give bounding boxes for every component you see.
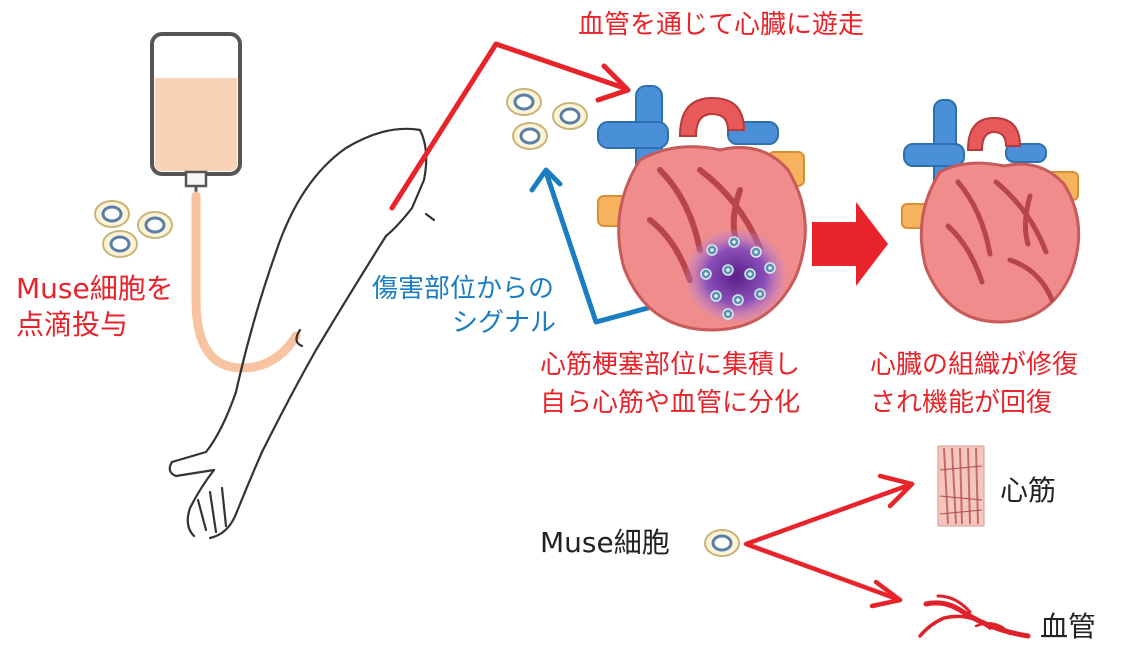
repair-label-line1: 心臓の組織が修復 [870,350,1079,380]
repair-label-line2: され機能が回復 [870,388,1053,418]
blood-vessel-image [918,594,1031,639]
blood-vessel-label: 血管 [1040,610,1097,643]
muse-cell-cluster-floating [505,87,589,151]
migration-label: 血管を通じて心臓に遊走 [578,10,865,40]
signal-label-line2: シグナル [452,308,557,338]
accumulate-label-line1: 心筋梗塞部位に集積し [540,350,801,380]
recovery-arrow [812,202,888,286]
arm-outline [168,127,436,540]
infusion-label-line1: Muse細胞を [16,272,174,305]
migration-arrow [389,41,631,211]
heart-repaired [901,99,1081,324]
infusion-label-line2: 点滴投与 [16,308,129,341]
muse-cell-icon [703,528,741,558]
muse-cell-label: Muse細胞 [540,526,670,559]
differentiation-arrows [743,473,915,609]
iv-tube [191,191,301,373]
heart-infarcted [597,85,807,332]
cardiac-muscle-image [937,445,985,527]
cardiac-muscle-label: 心筋 [1000,474,1057,507]
muse-cell-cluster-left [93,199,174,259]
iv-bag [150,32,242,198]
accumulate-label-line2: 自ら心筋や血管に分化 [540,388,801,418]
signal-label-line1: 傷害部位からの [372,274,555,304]
